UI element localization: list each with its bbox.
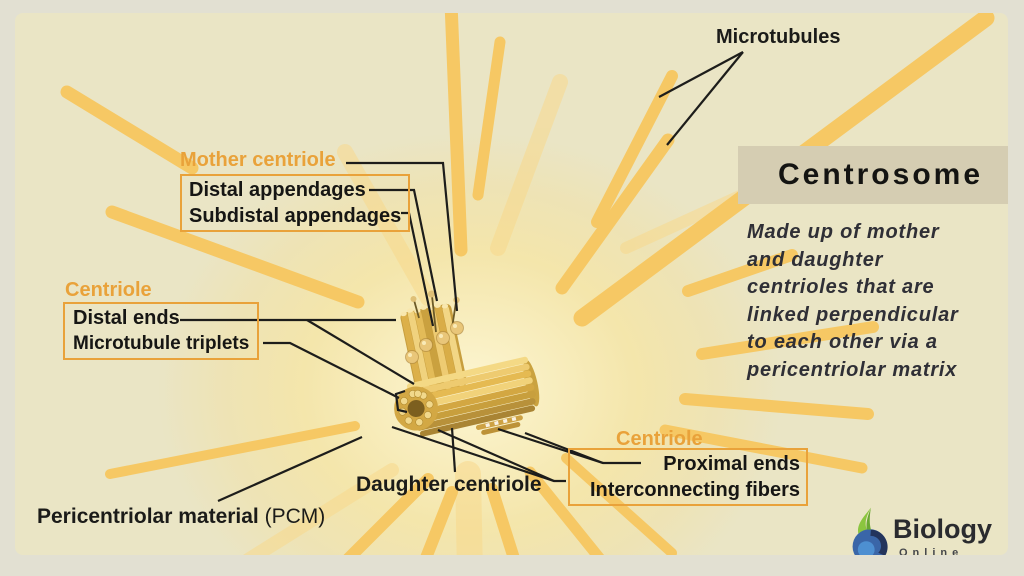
description-line: to each other via a — [747, 331, 938, 353]
pcm-label: Pericentriolar material (PCM) — [37, 505, 325, 529]
centriole-left-box: Distal ends Microtubule triplets — [63, 302, 260, 360]
description-line: centrioles that are — [747, 276, 935, 298]
pcm-label-paren: (PCM) — [258, 505, 326, 528]
centriole-right-label: Centriole — [616, 428, 703, 450]
centriole-right-box: Proximal ends Interconnecting fibers — [568, 448, 808, 506]
biology-online-drop-icon — [852, 507, 888, 555]
centriole-left-label: Centriole — [65, 279, 152, 301]
diagram-graphics — [60, 13, 995, 555]
microtubules-line-1 — [658, 51, 744, 98]
distal-ends-label: Distal ends — [73, 307, 180, 329]
biology-online-logo: Biology Online — [851, 507, 1008, 555]
proximal-ends-label: Proximal ends — [663, 453, 800, 475]
logo-sub-text: Online — [899, 547, 964, 555]
microtubules-label: Microtubules — [716, 26, 841, 48]
microtubule-triplets-label: Microtubule triplets — [73, 333, 250, 354]
distal-appendages-line — [369, 188, 439, 302]
subdistal-appendage-spheres — [405, 321, 464, 364]
microtubule-triplets-line — [263, 341, 400, 399]
pcm-label-bold: Pericentriolar material — [37, 505, 259, 528]
description-block: Made up of mother and daughter centriole… — [747, 219, 1008, 384]
description-line: Made up of mother — [747, 221, 940, 243]
interconnecting-fibers-label: Interconnecting fibers — [589, 479, 800, 501]
daughter-centriole-label: Daughter centriole — [356, 473, 542, 496]
subdistal-appendages-label: Subdistal appendages — [189, 205, 402, 227]
daughter-centriole-line — [450, 427, 457, 473]
triplets-bracket — [394, 389, 408, 414]
pointer-lines — [180, 51, 744, 503]
centriole-structure — [394, 290, 540, 437]
pcm-line — [217, 435, 363, 503]
description-line: pericentriolar matrix — [747, 358, 958, 381]
logo-brand-text: Biology — [893, 514, 992, 544]
page-title: Centrosome — [777, 158, 984, 191]
microtubule-rays — [60, 13, 995, 555]
mother-centriole-line — [346, 161, 459, 312]
title-panel: Centrosome — [738, 146, 1008, 204]
description-line: linked perpendicular — [747, 303, 959, 326]
interconnecting-fibers-line-2 — [437, 428, 555, 483]
daughter-centriole-illustration — [394, 356, 540, 437]
microtubules-line-2 — [666, 51, 744, 146]
proximal-ends-line-2 — [524, 431, 604, 465]
mother-centriole-illustration — [400, 303, 467, 396]
mother-centriole-box: Distal appendages Subdistal appendages — [180, 174, 411, 232]
description-line: and daughter — [747, 248, 884, 271]
distal-ends-branch-line — [306, 319, 415, 385]
mother-centriole-label: Mother centriole — [180, 149, 336, 171]
distal-appendages-label: Distal appendages — [189, 179, 366, 201]
diagram-area: Microtubules Mother centriole Distal app… — [15, 13, 1008, 555]
